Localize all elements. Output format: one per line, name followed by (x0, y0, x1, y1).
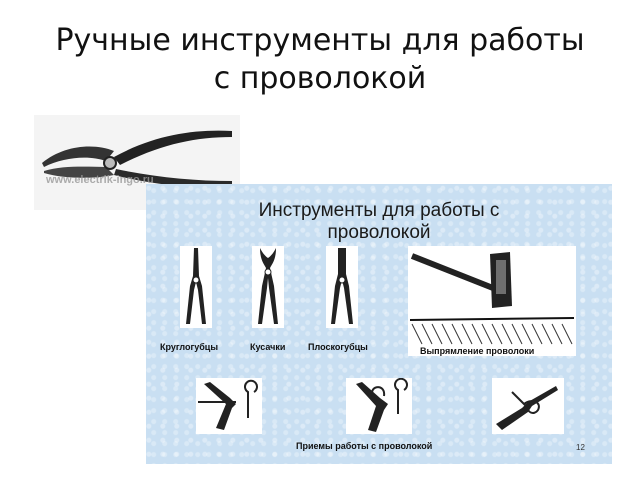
panel-title-line-1: Инструменты для работы с (258, 200, 500, 221)
slide-title-line-2: с проволокой (213, 61, 427, 96)
round-nose-pliers-image (180, 246, 212, 328)
tool-label-round-nose: Круглогубцы (160, 342, 219, 352)
cutters-image (252, 246, 284, 328)
straightening-image: Выпрямление проволоки (408, 246, 576, 356)
panel-title-line-2: проволокой (327, 222, 431, 243)
slide-title: Ручные инструменты для работы с проволок… (0, 22, 640, 98)
technique-image-3 (492, 378, 564, 434)
tools-panel: Инструменты для работы с проволокой Круг… (146, 184, 612, 464)
technique-image-2 (346, 378, 412, 434)
technique-image-1 (196, 378, 262, 434)
tool-label-flat-nose: Плоскогубцы (308, 342, 368, 352)
cutter-photo: www.electrik-ingo.ru (34, 115, 240, 210)
straightening-label: Выпрямление проволоки (420, 346, 534, 356)
tool-label-cutters: Кусачки (250, 342, 286, 352)
slide-title-line-1: Ручные инструменты для работы (55, 23, 585, 58)
photo-watermark: www.electrik-ingo.ru (45, 174, 154, 186)
techniques-caption: Приемы работы с проволокой (296, 441, 433, 451)
panel-title: Инструменты для работы с проволокой (146, 200, 612, 244)
flat-nose-pliers-image (326, 246, 358, 328)
page-number: 12 (576, 443, 585, 452)
